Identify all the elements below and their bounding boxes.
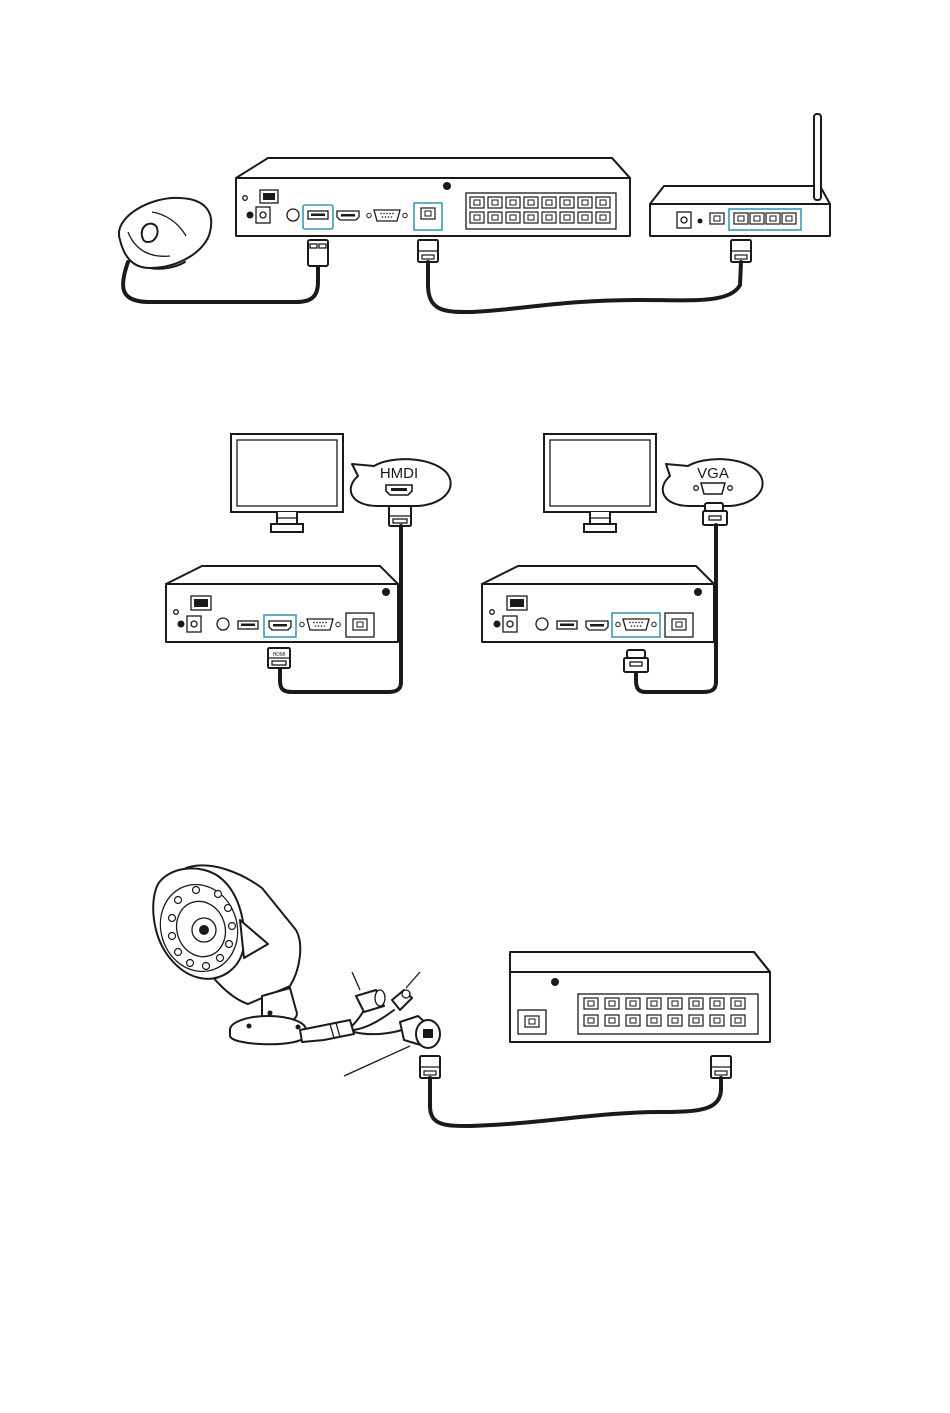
rj45-plug-icon <box>731 240 751 262</box>
nvr-recorder <box>166 566 398 642</box>
diagram-mouse-router <box>119 114 830 312</box>
hdmi-callout-label: HMDI <box>380 465 418 482</box>
poe-port <box>731 1015 745 1026</box>
nvr-recorder <box>510 952 770 1042</box>
poe-port <box>731 998 745 1009</box>
vga-callout-label: VGA <box>697 465 729 482</box>
poe-port <box>470 212 484 223</box>
rj45-plug-icon <box>420 1056 440 1078</box>
usb-plug-icon <box>308 240 328 266</box>
poe-port <box>560 197 574 208</box>
diagram-hdmi: HMDI <box>166 434 451 692</box>
network-cable <box>428 262 741 312</box>
mouse-icon <box>119 198 211 269</box>
poe-port <box>605 998 619 1009</box>
poe-port <box>689 998 703 1009</box>
vga-plug-icon <box>703 503 727 525</box>
poe-port <box>605 1015 619 1026</box>
poe-port <box>689 1015 703 1026</box>
poe-port <box>668 1015 682 1026</box>
poe-port <box>668 998 682 1009</box>
poe-port <box>647 998 661 1009</box>
poe-port <box>542 197 556 208</box>
diagram-camera-poe <box>149 865 770 1126</box>
nvr-recorder <box>482 566 714 642</box>
poe-port <box>584 1015 598 1026</box>
poe-port <box>584 998 598 1009</box>
hdmi-plug-icon <box>389 506 411 526</box>
poe-port <box>626 998 640 1009</box>
poe-network-cable <box>430 1078 721 1126</box>
hdmi-plug-icon: HDMI <box>268 648 290 668</box>
poe-port <box>626 1015 640 1026</box>
poe-port <box>488 212 502 223</box>
poe-port <box>578 197 592 208</box>
poe-port <box>470 197 484 208</box>
hdmi-plug-label: HDMI <box>273 652 286 658</box>
monitor-icon <box>544 434 656 532</box>
poe-port <box>560 212 574 223</box>
poe-port <box>524 197 538 208</box>
poe-port <box>488 197 502 208</box>
camera-icon <box>149 865 306 1044</box>
router-icon <box>650 114 830 236</box>
monitor-icon <box>231 434 343 532</box>
poe-port <box>506 197 520 208</box>
poe-port <box>710 998 724 1009</box>
vga-plug-icon <box>624 650 648 672</box>
hdmi-callout: HMDI <box>351 459 451 506</box>
poe-port <box>596 197 610 208</box>
poe-port <box>647 1015 661 1026</box>
poe-port <box>578 212 592 223</box>
vga-callout: VGA <box>663 459 763 506</box>
poe-port <box>542 212 556 223</box>
rj45-plug-icon <box>711 1056 731 1078</box>
poe-port <box>710 1015 724 1026</box>
nvr-recorder <box>236 158 630 236</box>
poe-port <box>506 212 520 223</box>
poe-port <box>524 212 538 223</box>
rj45-plug-icon <box>418 240 438 262</box>
poe-port <box>596 212 610 223</box>
diagram-vga: VGA <box>482 434 763 692</box>
